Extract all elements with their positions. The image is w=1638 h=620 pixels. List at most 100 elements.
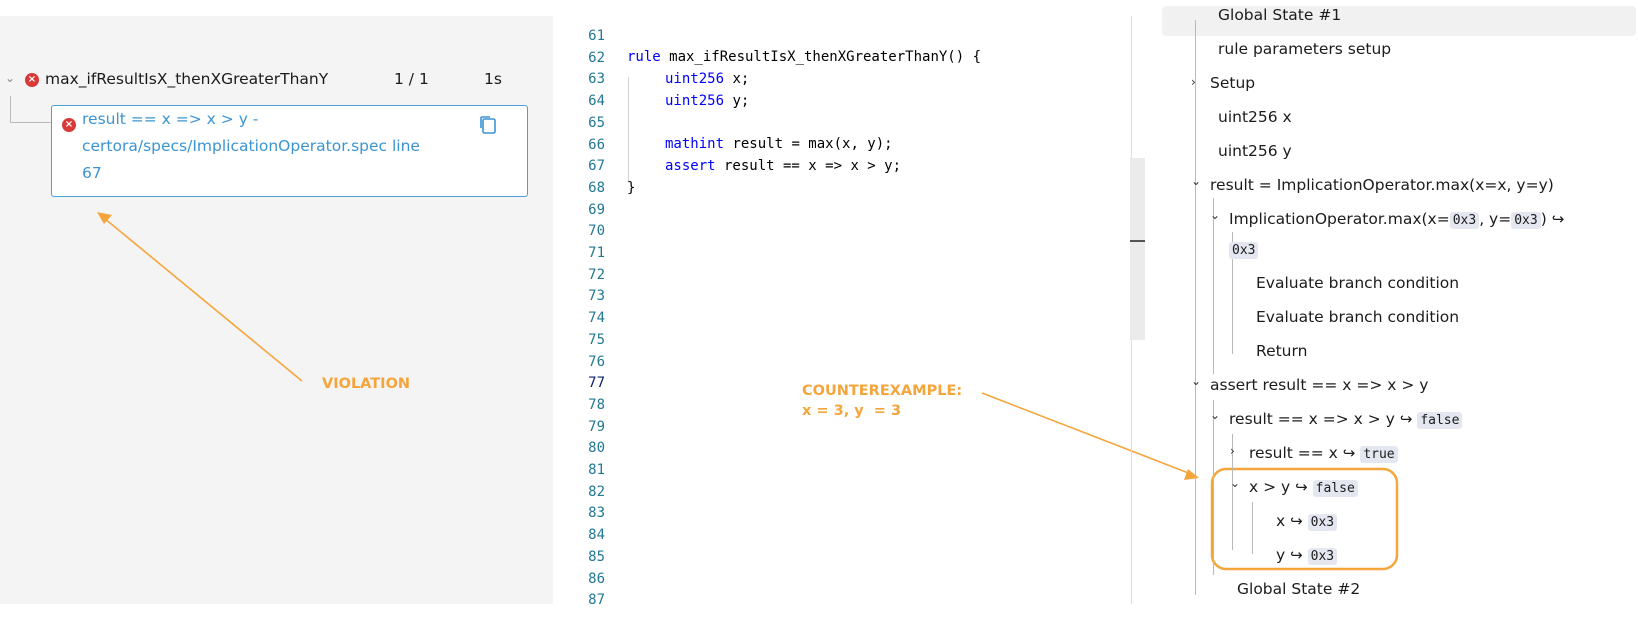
keyword: assert	[665, 158, 716, 174]
line-number: 83	[588, 505, 605, 522]
chevron-right-icon[interactable]: ›	[1230, 444, 1235, 458]
trace-global-state-1[interactable]: Global State #1	[1218, 6, 1342, 24]
y-label: y	[1276, 546, 1286, 564]
value-pill: 0x3	[1307, 514, 1338, 531]
line-number: 86	[588, 570, 605, 587]
trace-max-return: 0x3	[1229, 240, 1259, 259]
rule-time: 1s	[484, 70, 502, 88]
line-number: 70	[588, 223, 605, 240]
violation-line-1: result == x => x > y -	[82, 110, 259, 128]
rule-count: 1 / 1	[394, 70, 429, 88]
error-icon: ×	[25, 73, 39, 87]
code-line-63[interactable]: uint256 x;	[665, 71, 749, 87]
trace-x-value[interactable]: x ↪ 0x3	[1276, 512, 1338, 531]
line-number: 80	[588, 440, 605, 457]
counterexample-annotation-values: x = 3, y = 3	[802, 403, 902, 419]
chevron-down-icon[interactable]: ⌄	[1210, 408, 1221, 422]
line-number: 68	[588, 179, 605, 196]
keyword: uint256	[665, 93, 725, 109]
tree-connector	[1213, 400, 1214, 575]
violation-card[interactable]: × result == x => x > y - certora/specs/I…	[51, 105, 528, 197]
return-arrow-icon: ↪	[1295, 478, 1308, 496]
return-arrow-icon: ↪	[1551, 210, 1565, 228]
line-number: 75	[588, 331, 605, 348]
scrollbar-marker	[1130, 240, 1145, 242]
trace-implication[interactable]: result == x => x > y ↪ false	[1229, 410, 1463, 429]
trace-assert[interactable]: assert result == x => x > y	[1210, 376, 1429, 394]
trace-max-call[interactable]: ImplicationOperator.max(x=0x3, y=0x3) ↪	[1229, 210, 1565, 229]
code-text: y;	[724, 93, 750, 109]
gt-expr: x > y	[1249, 478, 1291, 496]
trace-rule-params[interactable]: rule parameters setup	[1218, 40, 1392, 58]
return-arrow-icon: ↪	[1399, 410, 1413, 428]
line-number: 65	[588, 114, 605, 131]
trace-return[interactable]: Return	[1256, 342, 1308, 360]
tree-connector	[1232, 434, 1233, 550]
eq-expr: result == x	[1249, 444, 1338, 462]
tree-connector	[1232, 232, 1233, 354]
implication-expr: result == x => x > y	[1229, 410, 1395, 428]
trace-global-state-2[interactable]: Global State #2	[1237, 580, 1361, 598]
line-number: 66	[588, 136, 605, 153]
line-number: 69	[588, 201, 605, 218]
code-line-68[interactable]: }	[627, 180, 636, 196]
trace-uint-x[interactable]: uint256 x	[1218, 108, 1292, 126]
rule-row[interactable]: ⌄ × max_ifResultIsX_thenXGreaterThanY 1 …	[0, 66, 553, 94]
line-number: 67	[588, 158, 605, 175]
call-trace-panel	[1146, 6, 1638, 604]
violation-message[interactable]: result == x => x > y - certora/specs/Imp…	[82, 106, 482, 187]
error-icon: ×	[62, 118, 76, 132]
chevron-down-icon[interactable]: ⌄	[1191, 174, 1202, 188]
code-text: result == x => x > y;	[715, 158, 902, 174]
violation-annotation: VIOLATION	[322, 376, 411, 392]
chevron-down-icon[interactable]: ⌄	[1191, 374, 1202, 388]
trace-eval-branch-1[interactable]: Evaluate branch condition	[1256, 274, 1460, 292]
code-line-67[interactable]: assert result == x => x > y;	[665, 158, 901, 174]
line-number: 74	[588, 310, 605, 327]
line-number: 87	[588, 592, 605, 609]
line-number: 79	[588, 418, 605, 435]
line-number: 73	[588, 288, 605, 305]
return-arrow-icon: ↪	[1290, 546, 1303, 564]
line-number: 71	[588, 245, 605, 261]
line-number: 64	[588, 93, 605, 110]
code-line-62[interactable]: rule max_ifResultIsX_thenXGreaterThanY()…	[627, 49, 981, 65]
chevron-down-icon[interactable]: ⌄	[1210, 208, 1221, 222]
keyword: uint256	[665, 71, 725, 87]
value-pill: 0x3	[1511, 212, 1541, 229]
tree-connector	[10, 96, 11, 122]
line-number: 82	[588, 483, 605, 500]
code-line-66[interactable]: mathint result = max(x, y);	[665, 136, 893, 152]
line-number: 63	[588, 71, 605, 88]
copy-icon[interactable]	[478, 115, 498, 135]
max-call-suffix: )	[1540, 210, 1547, 228]
chevron-down-icon[interactable]: ⌄	[5, 71, 16, 85]
trace-result-call[interactable]: result = ImplicationOperator.max(x=x, y=…	[1210, 176, 1554, 194]
chevron-right-icon[interactable]: ›	[1191, 75, 1196, 89]
max-call-prefix: ImplicationOperator.max(x=	[1229, 210, 1450, 228]
keyword: mathint	[665, 136, 725, 152]
line-number: 72	[588, 266, 605, 283]
line-number: 85	[588, 548, 605, 565]
value-pill: 0x3	[1307, 548, 1338, 565]
global-state-1-row[interactable]	[1162, 6, 1636, 36]
return-arrow-icon: ↪	[1290, 512, 1303, 530]
line-number: 76	[588, 353, 605, 370]
line-number: 61	[588, 28, 605, 44]
editor-scrollbar[interactable]	[1130, 158, 1145, 340]
trace-y-value[interactable]: y ↪ 0x3	[1276, 546, 1338, 565]
trace-uint-y[interactable]: uint256 y	[1218, 142, 1292, 160]
line-number: 62	[588, 49, 605, 66]
tree-connector	[1195, 20, 1196, 595]
chevron-down-icon[interactable]: ⌄	[1230, 476, 1241, 490]
value-pill: 0x3	[1229, 242, 1259, 259]
code-line-64[interactable]: uint256 y;	[665, 93, 749, 109]
trace-eq[interactable]: result == x ↪ true	[1249, 444, 1398, 463]
tree-connector	[10, 122, 51, 123]
trace-eval-branch-2[interactable]: Evaluate branch condition	[1256, 308, 1460, 326]
max-call-mid: , y=	[1479, 210, 1512, 228]
violation-line-2: certora/specs/ImplicationOperator.spec l…	[82, 137, 420, 155]
trace-setup[interactable]: Setup	[1210, 74, 1256, 92]
trace-gt[interactable]: x > y ↪ false	[1249, 478, 1358, 497]
code-text: result = max(x, y);	[724, 136, 893, 152]
